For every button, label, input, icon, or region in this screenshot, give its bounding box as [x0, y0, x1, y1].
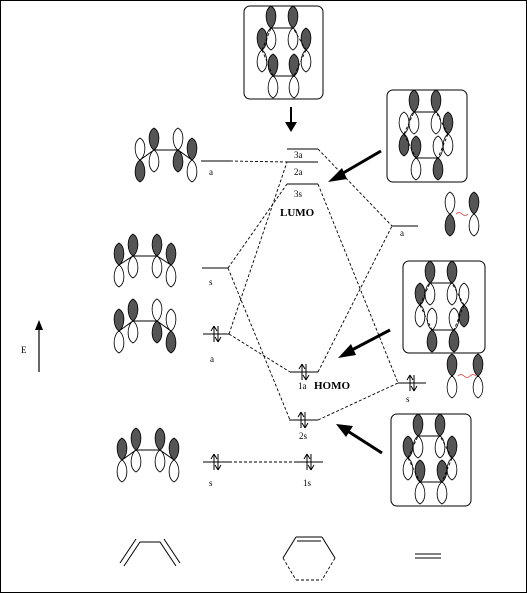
down-arrow — [285, 107, 297, 132]
pointer-arrow-a — [328, 149, 382, 182]
correlation-lines — [227, 148, 399, 463]
left-mo-s-low — [116, 427, 180, 483]
energy-axis-label: E — [21, 345, 27, 355]
cyclohexene-structure — [282, 536, 336, 581]
lumo-label: LUMO — [280, 207, 315, 219]
left-mo-s — [113, 233, 177, 288]
orbital-box-homo — [402, 260, 486, 354]
label-left-s-low: s — [209, 478, 213, 488]
right-mo-s — [446, 353, 484, 399]
label-3s: 3s — [294, 189, 303, 199]
pointer-arrow-2s — [336, 424, 383, 455]
homo-label: HOMO — [314, 380, 350, 392]
butadiene-structure — [119, 538, 181, 567]
label-3a: 3a — [294, 150, 303, 160]
label-2a: 2a — [294, 167, 303, 177]
orbital-box-2s — [390, 413, 472, 507]
label-left-a-top: a — [209, 167, 213, 177]
left-mo-a-top — [134, 127, 198, 183]
label-1a: 1a — [298, 381, 307, 391]
energy-axis: E — [21, 320, 43, 372]
label-left-a-mid: a — [210, 354, 214, 364]
left-mo-a-mid — [113, 298, 177, 354]
ethylene-structure — [415, 553, 441, 559]
label-right-s: s — [406, 394, 410, 404]
right-mo-a — [444, 191, 480, 237]
orbital-box-a — [386, 89, 468, 183]
pointer-arrow-homo — [338, 328, 391, 358]
label-1s: 1s — [303, 478, 312, 488]
top-orbital-box — [243, 5, 324, 100]
label-right-a: a — [400, 228, 404, 238]
label-left-s: s — [209, 277, 213, 287]
label-2s: 2s — [299, 431, 308, 441]
